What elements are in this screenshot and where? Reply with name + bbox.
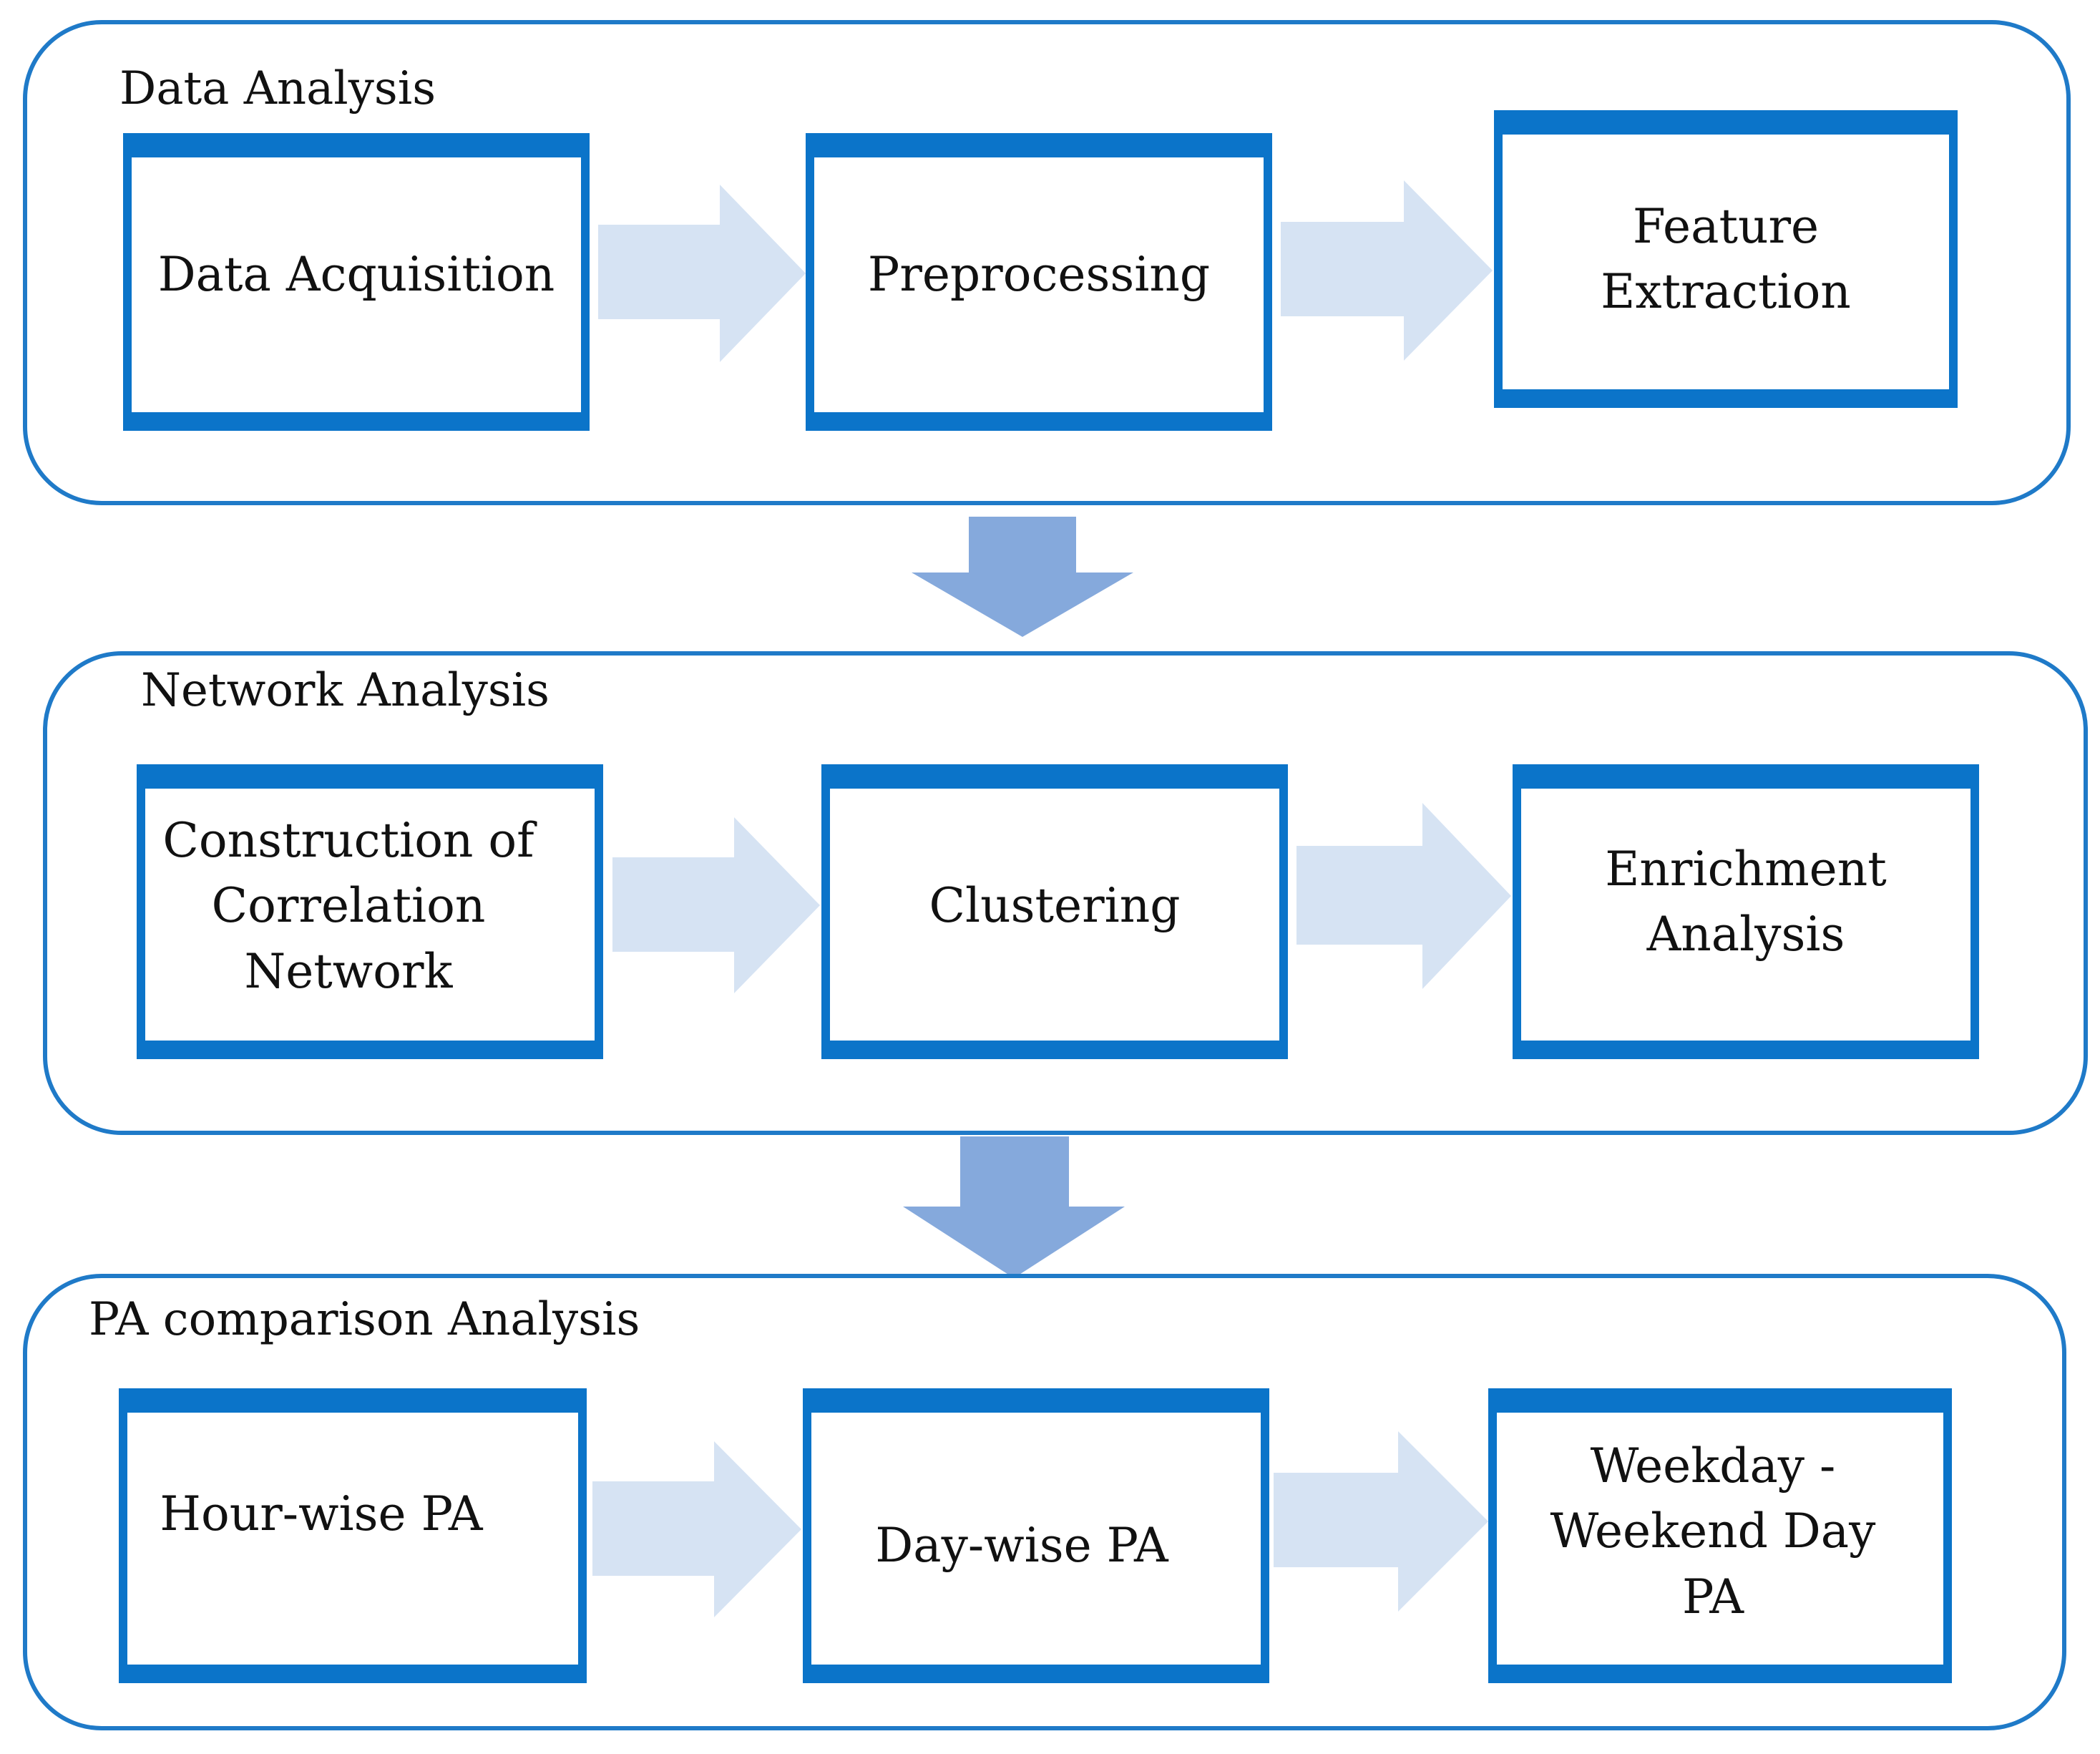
step-arrow-right: [612, 817, 820, 993]
step-label: Construction of Correlation Network: [162, 813, 534, 999]
stage-panel-data-analysis: [23, 20, 2071, 505]
step-arrow-right: [1281, 180, 1493, 361]
step-arrow-right: [1274, 1431, 1488, 1612]
stage-title: PA comparison Analysis: [89, 1293, 640, 1346]
step-arrow-right: [592, 1441, 801, 1617]
step-arrow-right: [598, 185, 806, 362]
step-box-preprocessing: Preprocessing: [806, 133, 1272, 431]
stage-arrow-down: [903, 1136, 1125, 1278]
step-box-data-acquisition: Data Acquisition: [123, 133, 590, 431]
stage-title: Network Analysis: [141, 664, 550, 717]
step-arrow-right: [1296, 803, 1511, 989]
step-label: Data Acquisition: [157, 247, 555, 303]
stage-panel-network-analysis: [43, 651, 2088, 1135]
stage-arrow-down: [912, 517, 1133, 637]
step-box-day-wise-pa: Day-wise PA: [803, 1388, 1269, 1683]
step-label: Clustering: [929, 878, 1181, 934]
stage-title: Data Analysis: [119, 62, 436, 115]
step-box-enrichment-analysis: Enrichment Analysis: [1513, 764, 1979, 1059]
step-box-feature-extraction: Feature Extraction: [1494, 110, 1958, 408]
stage-panel-pa-comparison-analysis: [23, 1274, 2066, 1730]
step-box-weekday-weekend-day-pa: Weekday - Weekend Day PA: [1488, 1388, 1952, 1683]
step-label: Day-wise PA: [875, 1518, 1168, 1574]
step-label: Weekday - Weekend Day PA: [1550, 1438, 1876, 1624]
step-box-construction-of-correlation-network: Construction of Correlation Network: [137, 764, 603, 1059]
step-label: Feature Extraction: [1601, 198, 1851, 319]
step-label: Enrichment Analysis: [1605, 841, 1887, 962]
step-label: Hour-wise PA: [160, 1486, 483, 1542]
step-label: Preprocessing: [867, 247, 1211, 303]
step-box-clustering: Clustering: [821, 764, 1288, 1059]
step-box-hour-wise-pa: Hour-wise PA: [119, 1388, 587, 1683]
